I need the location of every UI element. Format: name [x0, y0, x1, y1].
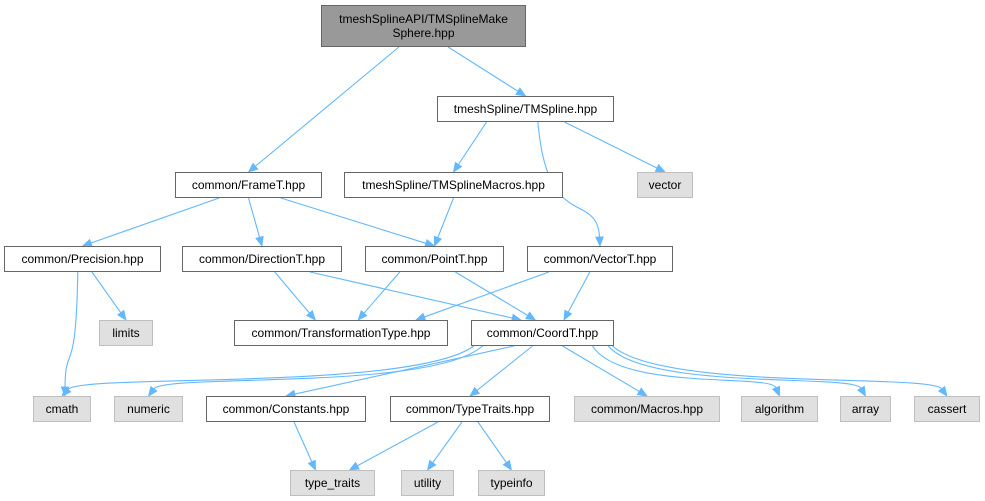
- arrowhead: [305, 309, 316, 321]
- edge-coordt-to-macros_common: [562, 345, 648, 397]
- edge-tmspline-to-macros_tm: [452, 121, 488, 173]
- edge-coordt-to-array: [607, 345, 867, 397]
- node-constants-hpp[interactable]: common/Constants.hpp: [206, 396, 366, 422]
- arrowhead: [937, 385, 948, 397]
- node-coordt-hpp[interactable]: common/CoordT.hpp: [471, 320, 614, 346]
- arrowhead: [116, 309, 127, 321]
- edge-coordt-to-typetraits: [469, 345, 533, 397]
- node-array[interactable]: array: [840, 396, 891, 422]
- edge-vectort-to-coordt: [563, 271, 591, 321]
- edge-framet-to-pointt: [280, 197, 436, 248]
- edge-typetraits-to-type_traits: [348, 421, 439, 471]
- edge-coordt-to-constants: [284, 345, 515, 399]
- edge-root-to-tmspline: [447, 46, 527, 97]
- arrowhead: [433, 235, 443, 247]
- arrowhead: [525, 311, 537, 321]
- arrowhead: [147, 385, 158, 397]
- edge-precision-to-cmath: [60, 271, 79, 398]
- edge-coordt-to-cmath: [61, 345, 475, 397]
- arrowhead: [357, 310, 368, 321]
- edge-framet-to-precision: [81, 197, 220, 248]
- node-cmath[interactable]: cmath: [33, 396, 91, 422]
- edge-tmspline-to-vector: [564, 121, 666, 173]
- arrowhead: [636, 387, 648, 397]
- arrowhead: [595, 236, 604, 248]
- edge-directiont-to-coordt: [309, 271, 523, 323]
- node-tmsplinemakesphere-hpp[interactable]: tmeshSplineAPI/TMSplineMake Sphere.hpp: [321, 5, 526, 47]
- edge-root-to-framet: [247, 46, 400, 173]
- arrowhead: [307, 459, 316, 471]
- edge-coordt-to-algorithm: [592, 345, 780, 397]
- arrowhead: [348, 461, 360, 471]
- node-directiont-hpp[interactable]: common/DirectionT.hpp: [182, 246, 342, 272]
- node-vectort-hpp[interactable]: common/VectorT.hpp: [527, 246, 673, 272]
- arrowhead: [452, 161, 463, 173]
- edge-macros_tm-to-pointt: [433, 197, 455, 247]
- edge-tmspline-to-vectort: [537, 121, 604, 248]
- edge-directiont-to-transformation: [274, 271, 316, 321]
- edge-typetraits-to-utility: [426, 421, 463, 471]
- arrowhead: [857, 385, 867, 397]
- arrowhead: [61, 386, 72, 397]
- edge-coordt-to-numeric: [147, 345, 483, 397]
- node-precision-hpp[interactable]: common/Precision.hpp: [4, 246, 161, 272]
- arrowhead: [469, 386, 481, 397]
- arrowhead: [502, 459, 513, 471]
- edge-precision-to-limits: [91, 271, 127, 321]
- arrowhead: [515, 87, 527, 97]
- edge-pointt-to-coordt: [455, 271, 537, 321]
- node-vector[interactable]: vector: [637, 172, 693, 198]
- arrowhead: [255, 235, 264, 247]
- edges-layer: [60, 46, 948, 471]
- node-transformationtype-hpp[interactable]: common/TransformationType.hpp: [234, 320, 448, 346]
- node-tmspline-hpp[interactable]: tmeshSpline/TMSpline.hpp: [437, 96, 614, 122]
- edge-coordt-to-cassert: [612, 345, 948, 397]
- arrowhead: [563, 309, 573, 321]
- arrowhead: [247, 162, 259, 173]
- node-type-traits[interactable]: type_traits: [290, 470, 375, 496]
- node-cassert[interactable]: cassert: [914, 396, 980, 422]
- edge-pointt-to-transformation: [357, 271, 401, 321]
- node-typetraits-hpp[interactable]: common/TypeTraits.hpp: [390, 396, 550, 422]
- node-utility[interactable]: utility: [401, 470, 454, 496]
- node-pointt-hpp[interactable]: common/PointT.hpp: [365, 246, 504, 272]
- edge-typetraits-to-typeinfo: [477, 421, 513, 471]
- edge-framet-to-directiont: [247, 197, 264, 247]
- edge-constants-to-type_traits: [293, 421, 316, 471]
- node-limits[interactable]: limits: [99, 320, 153, 346]
- arrowhead: [426, 459, 437, 471]
- node-algorithm[interactable]: algorithm: [741, 396, 818, 422]
- arrowhead: [654, 163, 666, 173]
- node-numeric[interactable]: numeric: [114, 396, 183, 422]
- node-macros-hpp[interactable]: common/Macros.hpp: [574, 396, 720, 422]
- arrowhead: [771, 385, 780, 397]
- node-tmsplinemacros-hpp[interactable]: tmeshSpline/TMSplineMacros.hpp: [344, 172, 563, 198]
- node-framet-hpp[interactable]: common/FrameT.hpp: [175, 172, 322, 198]
- node-typeinfo[interactable]: typeinfo: [478, 470, 545, 496]
